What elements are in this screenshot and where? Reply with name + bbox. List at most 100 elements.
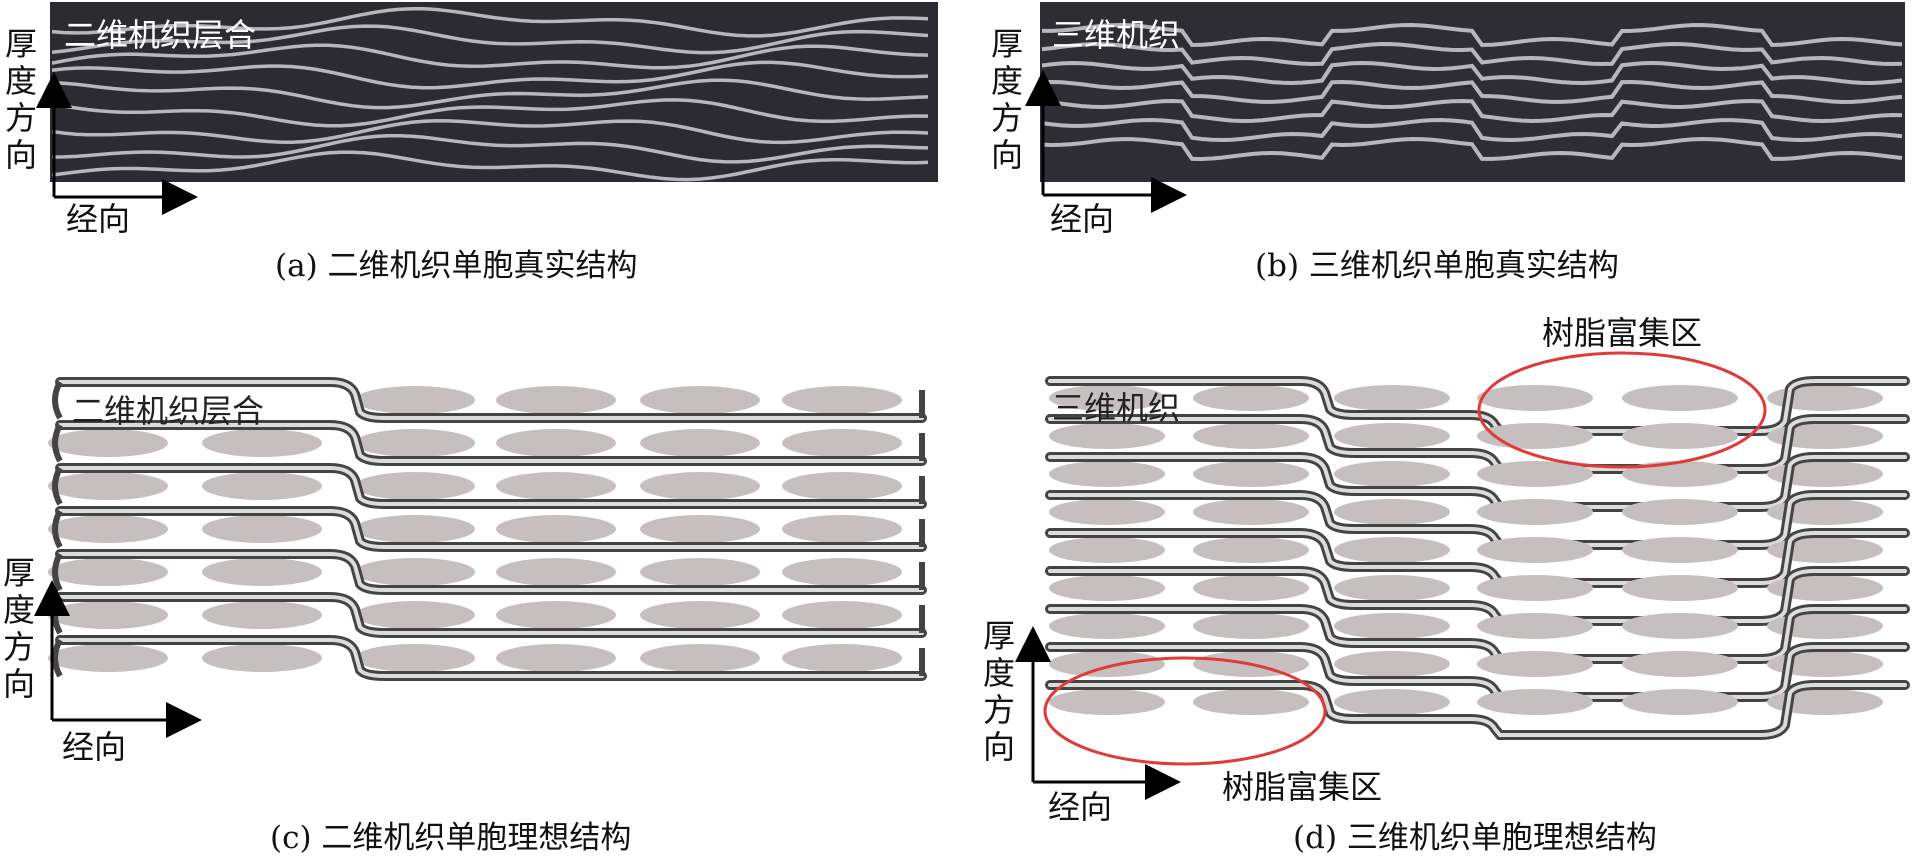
weft-yarn-ellipse	[1049, 385, 1165, 411]
panel-b-thickness-char: 度	[990, 62, 1023, 100]
weft-yarn-ellipse	[640, 644, 760, 672]
weft-yarn-ellipse	[202, 429, 322, 457]
weft-yarn-ellipse	[1622, 461, 1738, 487]
panel-a-overlay-label: 二维机织层合	[64, 16, 257, 54]
weft-yarn-ellipse	[48, 601, 168, 629]
panel-d-thickness-label: 厚 度 方 向	[982, 618, 1016, 766]
weft-yarn-ellipse	[1622, 385, 1738, 411]
weft-yarn-ellipse	[1049, 423, 1165, 449]
weft-yarn-ellipse	[640, 386, 760, 414]
weft-yarn-ellipse	[1334, 461, 1450, 487]
fiber-yarn	[51, 150, 929, 182]
panel-d-thickness-char: 度	[982, 654, 1015, 692]
weft-yarn-ellipse	[1193, 385, 1309, 411]
weft-yarn-ellipse	[1334, 423, 1450, 449]
weft-yarn-ellipse	[1477, 461, 1593, 487]
panel-d-thickness-char: 厚	[982, 617, 1015, 655]
weft-yarn-ellipse	[1193, 537, 1309, 563]
fiber-yarn	[1041, 98, 1903, 124]
weft-yarn-ellipse	[48, 429, 168, 457]
weft-yarn-ellipse	[496, 386, 616, 414]
weft-yarn-ellipse	[496, 472, 616, 500]
panel-a-thickness-char: 度	[4, 62, 37, 100]
weft-yarn-ellipse	[496, 601, 616, 629]
weft-yarn-ellipse	[1193, 499, 1309, 525]
warp-yarn-end-left	[52, 466, 63, 506]
panel-b-caption: (b) 三维机织单胞真实结构	[1255, 248, 1619, 284]
weft-yarn-ellipse	[1622, 537, 1738, 563]
weft-yarn-ellipse	[355, 386, 475, 414]
panel-b-photo	[1040, 2, 1905, 182]
weft-yarn-ellipse	[48, 558, 168, 586]
weft-yarn-ellipse	[355, 644, 475, 672]
weft-yarn-ellipse	[1193, 461, 1309, 487]
weft-yarn-ellipse	[1193, 613, 1309, 639]
weft-yarn-ellipse	[1622, 651, 1738, 677]
panel-b-thickness-char: 方	[990, 99, 1023, 137]
fiber-yarn	[51, 78, 929, 110]
weft-yarn-ellipse	[1334, 575, 1450, 601]
panel-c-thickness-char: 度	[2, 591, 35, 629]
weft-yarn-ellipse	[1477, 537, 1593, 563]
fiber-yarn	[1041, 117, 1903, 143]
panel-c-overlay-label: 二维机织层合	[72, 392, 265, 430]
weft-yarn-ellipse	[1334, 689, 1450, 715]
weft-yarn-ellipse	[782, 515, 902, 543]
panel-c-ideal-structure	[48, 377, 927, 681]
warp-yarn	[1048, 607, 1907, 661]
weft-yarn-ellipse	[48, 472, 168, 500]
weft-yarn-ellipse	[1767, 423, 1883, 449]
weft-yarn-ellipse	[1049, 575, 1165, 601]
weft-yarn-ellipse	[1049, 613, 1165, 639]
weft-yarn-ellipse	[1767, 651, 1883, 677]
warp-yarn-end-left	[52, 423, 63, 463]
warp-yarn	[1048, 569, 1907, 623]
panel-a-photo	[50, 2, 938, 182]
warp-yarn-end-left	[52, 380, 63, 420]
weft-yarn-ellipse	[202, 515, 322, 543]
weft-yarn-ellipse	[496, 515, 616, 543]
weft-yarn-ellipse	[355, 429, 475, 457]
warp-yarn	[1048, 455, 1907, 509]
weft-yarn-ellipse	[202, 644, 322, 672]
weft-yarn-ellipse	[640, 515, 760, 543]
resin-rich-zone-top-ellipse	[1477, 351, 1767, 469]
warp-yarn	[58, 509, 924, 549]
weft-yarn-ellipse	[782, 558, 902, 586]
weft-yarn-ellipse	[48, 644, 168, 672]
weft-yarn-ellipse	[1622, 613, 1738, 639]
weft-yarn-ellipse	[782, 644, 902, 672]
weft-yarn-ellipse	[355, 601, 475, 629]
weft-yarn-ellipse	[1477, 651, 1593, 677]
panel-d-thickness-char: 方	[982, 691, 1015, 729]
weft-yarn-ellipse	[202, 601, 322, 629]
weft-yarn-ellipse	[1767, 499, 1883, 525]
weft-yarn-ellipse	[1334, 651, 1450, 677]
weft-yarn-ellipse	[782, 601, 902, 629]
panel-b-thickness-char: 厚	[990, 25, 1023, 63]
weft-yarn-ellipse	[496, 429, 616, 457]
warp-yarn	[58, 423, 924, 463]
panel-c-thickness-char: 向	[2, 665, 35, 703]
panel-d-overlay-label: 三维机织	[1052, 389, 1181, 427]
fiber-yarn	[1042, 22, 1903, 48]
fiber-yarn	[1041, 60, 1903, 86]
weft-yarn-ellipse	[1767, 575, 1883, 601]
panel-d-ideal-structure	[1045, 376, 1910, 740]
weft-yarn-ellipse	[640, 429, 760, 457]
fiber-yarn	[51, 6, 929, 38]
weft-yarn-ellipse	[1049, 461, 1165, 487]
fiber-yarn	[51, 43, 929, 70]
weft-yarn-ellipse	[782, 472, 902, 500]
panel-a-caption: (a) 二维机织单胞真实结构	[275, 248, 638, 284]
warp-yarn-end-left	[52, 509, 63, 549]
weft-yarn-ellipse	[1334, 537, 1450, 563]
fiber-yarn	[51, 60, 929, 90]
weft-yarn-ellipse	[1477, 689, 1593, 715]
warp-yarn	[58, 552, 924, 592]
warp-yarn	[58, 466, 924, 506]
weft-yarn-ellipse	[1049, 537, 1165, 563]
panel-b-warp-label: 经向	[1050, 200, 1115, 238]
weft-yarn-ellipse	[496, 644, 616, 672]
